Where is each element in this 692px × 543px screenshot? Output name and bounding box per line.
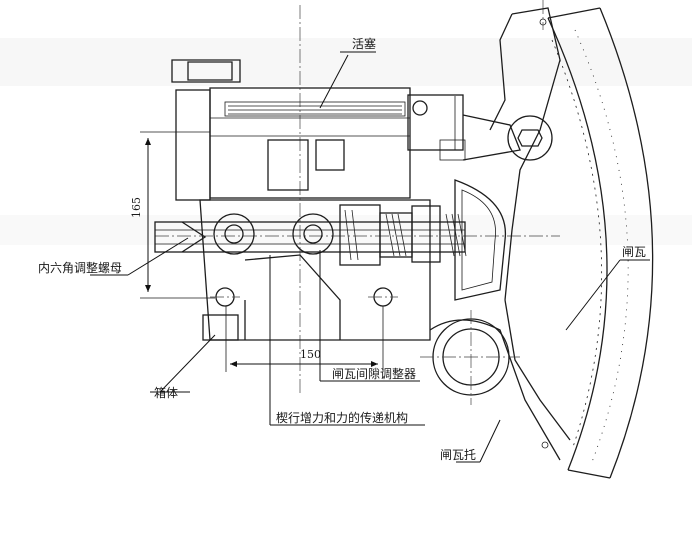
upper-link <box>407 94 521 161</box>
label-housing: 箱体 <box>154 385 178 400</box>
label-brake-shoe: 闸瓦 <box>622 245 646 259</box>
label-hex-nut: 内六角调整螺母 <box>38 260 122 275</box>
leader-lines <box>90 51 650 463</box>
spring-coils <box>344 209 467 261</box>
bleed-through-text <box>0 38 692 245</box>
label-wedge-mechanism: 楔行增力和力的传递机构 <box>276 410 408 425</box>
housing-body <box>171 59 431 341</box>
dimension-height: 165 <box>130 131 215 299</box>
shoe-holder-lever <box>420 7 571 461</box>
callout-labels: 活塞 内六角调整螺母 闸瓦间隙调整器 箱体 楔行增力和力的传递机构 闸瓦 闸瓦托 <box>38 36 646 462</box>
label-shoe-holder: 闸瓦托 <box>440 448 476 462</box>
label-gap-adjuster: 闸瓦间隙调整器 <box>332 366 416 381</box>
dimension-150-label: 150 <box>300 348 321 361</box>
dimension-165-label: 165 <box>130 197 143 218</box>
dimension-width: 150 <box>225 306 384 372</box>
label-piston: 活塞 <box>352 36 376 51</box>
brake-drum-arc <box>547 7 654 479</box>
wedge-rod-assembly <box>154 204 467 266</box>
